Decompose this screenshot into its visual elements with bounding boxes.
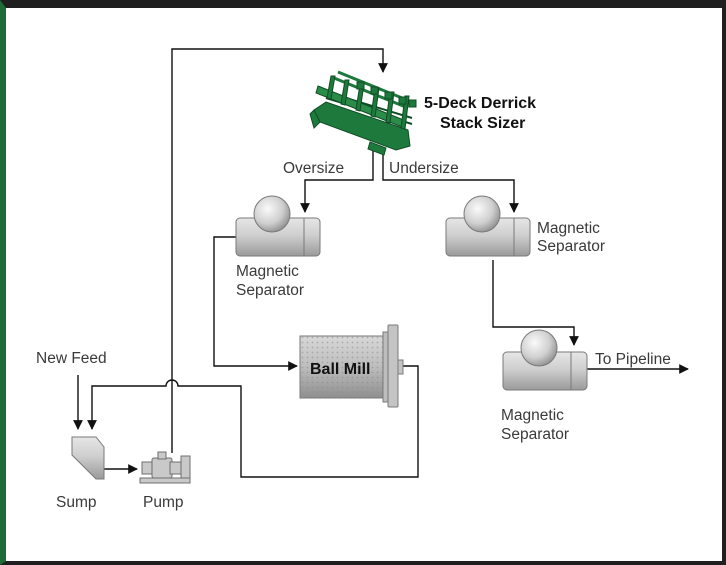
separator-bottom-label-line2: Separator: [501, 426, 569, 443]
undersize-label: Undersize: [389, 160, 459, 177]
pump-label: Pump: [143, 494, 184, 511]
pump-to-stack-sizer-line: [171, 48, 388, 453]
sump-label: Sump: [56, 494, 97, 511]
stack-sizer-label-line2: Stack Sizer: [440, 115, 525, 132]
separator-to-separator-line: [492, 260, 579, 346]
sump-icon: [71, 436, 105, 480]
new-feed-label: New Feed: [36, 350, 107, 367]
ball-mill-return-line: [87, 365, 419, 478]
magnetic-separator-left-icon: [235, 195, 321, 257]
pump-icon: [139, 451, 191, 484]
to-pipeline-label: To Pipeline: [595, 351, 671, 368]
separator-left-label-line2: Separator: [236, 282, 304, 299]
separator-right-label-line2: Separator: [537, 238, 605, 255]
separator-right-label-line1: Magnetic: [537, 220, 600, 237]
undersize-line: [382, 150, 519, 213]
ball-mill-icon: [299, 324, 404, 408]
stack-sizer-label-line1: 5-Deck Derrick: [424, 95, 536, 112]
stack-sizer-icon: [309, 70, 417, 156]
oversize-label: Oversize: [283, 160, 344, 177]
oversize-line: [300, 150, 374, 213]
separator-bottom-label-line1: Magnetic: [501, 407, 564, 424]
separator-to-ball-mill-line: [213, 236, 298, 371]
separator-left-label-line1: Magnetic: [236, 263, 299, 280]
ball-mill-label: Ball Mill: [310, 361, 370, 378]
magnetic-separator-right-icon: [445, 195, 531, 257]
